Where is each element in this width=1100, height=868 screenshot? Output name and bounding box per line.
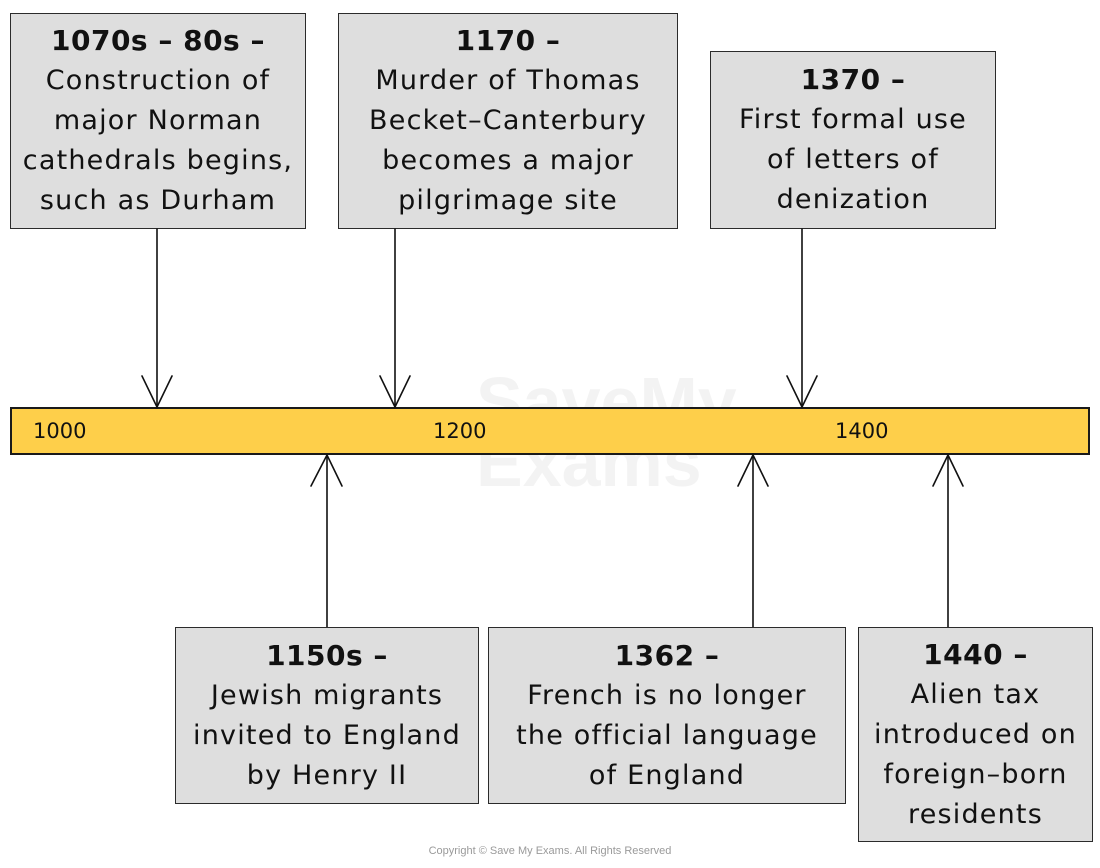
- event-text-line: of England: [588, 759, 746, 791]
- event-box-1370: 1370 – First formal use of letters of de…: [710, 51, 996, 229]
- event-date: 1150s –: [266, 638, 388, 672]
- event-box-1070s: 1070s – 80s – Construction of major Norm…: [10, 13, 306, 229]
- event-box-1362: 1362 – French is no longer the official …: [488, 627, 846, 804]
- event-text-line: such as Durham: [39, 185, 277, 216]
- tick-label-1000: 1000: [33, 419, 87, 443]
- event-text-line: invited to England: [193, 719, 461, 751]
- event-text-line: First formal use: [739, 104, 967, 135]
- timeline-bar: [10, 407, 1090, 455]
- event-box-1170: 1170 – Murder of Thomas Becket–Canterbur…: [338, 13, 678, 229]
- event-text-line: Becket–Canterbury: [369, 105, 647, 136]
- event-box-1150s: 1150s – Jewish migrants invited to Engla…: [175, 627, 479, 804]
- event-text-line: of letters of: [767, 144, 939, 175]
- event-text-line: by Henry II: [246, 759, 408, 791]
- event-text-line: major Norman: [53, 105, 263, 136]
- event-date: 1440 –: [923, 637, 1028, 671]
- event-text-line: Jewish migrants: [210, 679, 444, 711]
- event-date: 1070s – 80s –: [51, 24, 265, 57]
- event-text-line: Murder of Thomas: [375, 65, 641, 96]
- event-text-line: pilgrimage site: [398, 185, 618, 216]
- arrow-down-icon: [141, 228, 173, 409]
- event-text-line: Alien tax: [910, 678, 1041, 710]
- tick-label-1200: 1200: [433, 419, 487, 443]
- arrow-down-icon: [379, 228, 411, 409]
- event-text-line: foreign–born: [883, 758, 1068, 790]
- arrow-up-icon: [932, 453, 964, 628]
- event-text-line: denization: [776, 184, 930, 215]
- copyright-notice: Copyright © Save My Exams. All Rights Re…: [428, 845, 672, 857]
- event-text-line: the official language: [516, 719, 818, 751]
- event-date: 1370 –: [800, 63, 906, 96]
- event-text-line: cathedrals begins,: [22, 145, 294, 176]
- tick-label-1400: 1400: [835, 419, 889, 443]
- event-text-line: Construction of: [45, 65, 271, 96]
- arrow-down-icon: [786, 228, 818, 409]
- arrow-up-icon: [737, 453, 769, 628]
- event-text-line: introduced on: [874, 718, 1077, 750]
- event-text-line: French is no longer: [527, 679, 807, 711]
- event-text-line: becomes a major: [382, 145, 634, 176]
- arrow-up-icon: [310, 453, 343, 628]
- event-box-1440: 1440 – Alien tax introduced on foreign–b…: [858, 627, 1093, 842]
- event-date: 1362 –: [614, 638, 720, 672]
- event-text-line: residents: [907, 798, 1043, 830]
- event-date: 1170 –: [455, 24, 561, 57]
